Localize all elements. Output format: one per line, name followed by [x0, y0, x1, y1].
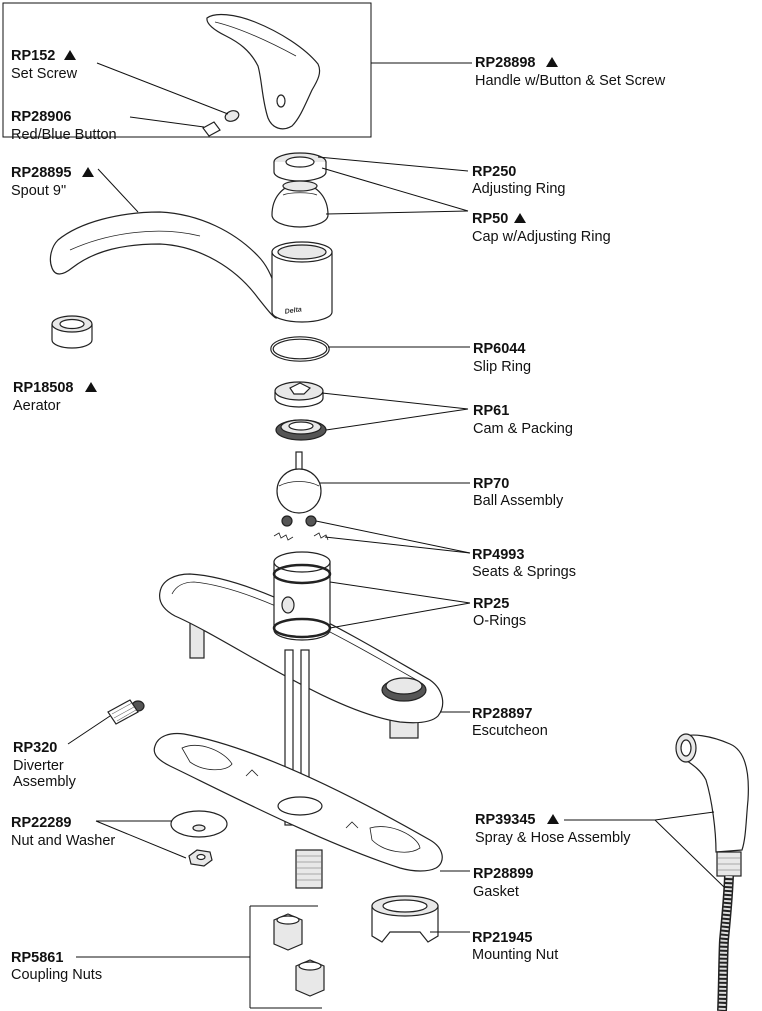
- part-label-ball-assembly: RP70 Ball Assembly: [473, 476, 564, 509]
- part-name: Set Screw: [11, 66, 78, 82]
- part-number: RP4993: [472, 547, 524, 563]
- part-name-line-2: Assembly: [13, 774, 77, 790]
- ball-assembly-illustration: [276, 451, 322, 514]
- part-label-aerator: RP18508 Aerator: [13, 380, 97, 414]
- part-number: RP50: [472, 211, 508, 227]
- set-screw-illustration: [224, 110, 240, 122]
- part-name: Cap w/Adjusting Ring: [472, 229, 611, 245]
- replacement-triangle-icon: [85, 382, 97, 392]
- part-label-o-rings: RP25 O-Rings: [473, 596, 526, 629]
- part-name: Mounting Nut: [472, 947, 558, 963]
- part-name: Gasket: [473, 884, 519, 900]
- part-name: Adjusting Ring: [472, 181, 566, 197]
- part-number: RP28899: [473, 866, 533, 882]
- gasket-illustration: [153, 732, 443, 872]
- part-label-set-screw: RP152 Set Screw: [11, 48, 78, 82]
- part-number: RP39345: [475, 812, 535, 828]
- part-label-cam-packing: RP61 Cam & Packing: [473, 403, 573, 437]
- red-blue-button-illustration: [202, 121, 221, 137]
- part-name: Nut and Washer: [11, 833, 115, 849]
- part-label-escutcheon: RP28897 Escutcheon: [472, 706, 548, 739]
- part-label-red-blue-button: RP28906 Red/Blue Button: [11, 109, 117, 143]
- part-number: RP28897: [472, 706, 532, 722]
- seats-springs-illustration: [273, 515, 329, 541]
- part-name: Slip Ring: [473, 359, 531, 375]
- part-label-adjusting-ring: RP250 Adjusting Ring: [472, 164, 566, 197]
- part-number: RP152: [11, 48, 55, 64]
- part-number: RP21945: [472, 930, 532, 946]
- part-label-diverter: RP320 Diverter Assembly: [13, 740, 77, 790]
- part-number: RP61: [473, 403, 509, 419]
- handle-illustration: [2, 2, 372, 138]
- escutcheon-illustration: [159, 551, 444, 739]
- part-number: RP70: [473, 476, 509, 492]
- part-name: Seats & Springs: [472, 564, 576, 580]
- part-number: RP28898: [475, 55, 535, 71]
- part-name: Escutcheon: [472, 723, 548, 739]
- part-name: Spout 9": [11, 183, 66, 199]
- slip-ring-illustration: [270, 336, 330, 362]
- nut-washer-illustration: [170, 810, 228, 867]
- part-name: O-Rings: [473, 613, 526, 629]
- part-label-slip-ring: RP6044 Slip Ring: [473, 341, 531, 375]
- packing-illustration: [275, 419, 327, 441]
- part-number: RP250: [472, 164, 516, 180]
- replacement-triangle-icon: [82, 167, 94, 177]
- part-number: RP5861: [11, 950, 63, 966]
- part-number: RP28895: [11, 165, 71, 181]
- part-number: RP25: [473, 596, 509, 612]
- replacement-triangle-icon: [64, 50, 76, 60]
- part-label-gasket: RP28899 Gasket: [473, 866, 533, 900]
- part-name: Red/Blue Button: [11, 127, 117, 143]
- mounting-nut-illustration: [371, 895, 439, 943]
- part-label-cap: RP50 Cap w/Adjusting Ring: [472, 211, 611, 245]
- part-number: RP320: [13, 740, 57, 756]
- coupling-nuts-illustration: [249, 905, 325, 1009]
- part-label-seats-springs: RP4993 Seats & Springs: [472, 547, 576, 580]
- part-number: RP18508: [13, 380, 73, 396]
- spray-hose-illustration: [675, 733, 749, 1011]
- spout-logo: Delta: [284, 306, 302, 315]
- cam-illustration: [274, 381, 324, 408]
- replacement-triangle-icon: [546, 57, 558, 67]
- part-name: Coupling Nuts: [11, 967, 102, 983]
- part-number: RP6044: [473, 341, 525, 357]
- replacement-triangle-icon: [547, 814, 559, 824]
- part-name: Diverter: [13, 758, 64, 774]
- leader-lines: [67, 62, 726, 958]
- spout-illustration: Delta: [49, 211, 333, 323]
- part-name: Spray & Hose Assembly: [475, 830, 631, 846]
- part-label-spray-hose: RP39345 Spray & Hose Assembly: [475, 812, 631, 846]
- diverter-illustration: [107, 699, 145, 725]
- part-label-mounting-nut: RP21945 Mounting Nut: [472, 930, 558, 963]
- part-label-nut-washer: RP22289 Nut and Washer: [11, 815, 115, 849]
- part-label-coupling-nuts: RP5861 Coupling Nuts: [11, 950, 102, 983]
- part-name: Aerator: [13, 398, 61, 414]
- part-number: RP28906: [11, 109, 71, 125]
- part-label-spout: RP28895 Spout 9": [11, 165, 94, 199]
- part-name: Ball Assembly: [473, 493, 564, 509]
- cap-illustration: [271, 180, 329, 228]
- supply-tubes-illustration: [284, 649, 323, 889]
- part-name: Cam & Packing: [473, 421, 573, 437]
- aerator-illustration: [51, 315, 93, 349]
- part-number: RP22289: [11, 815, 71, 831]
- replacement-triangle-icon: [514, 213, 526, 223]
- part-label-handle: RP28898 Handle w/Button & Set Screw: [475, 55, 666, 89]
- part-name: Handle w/Button & Set Screw: [475, 73, 666, 89]
